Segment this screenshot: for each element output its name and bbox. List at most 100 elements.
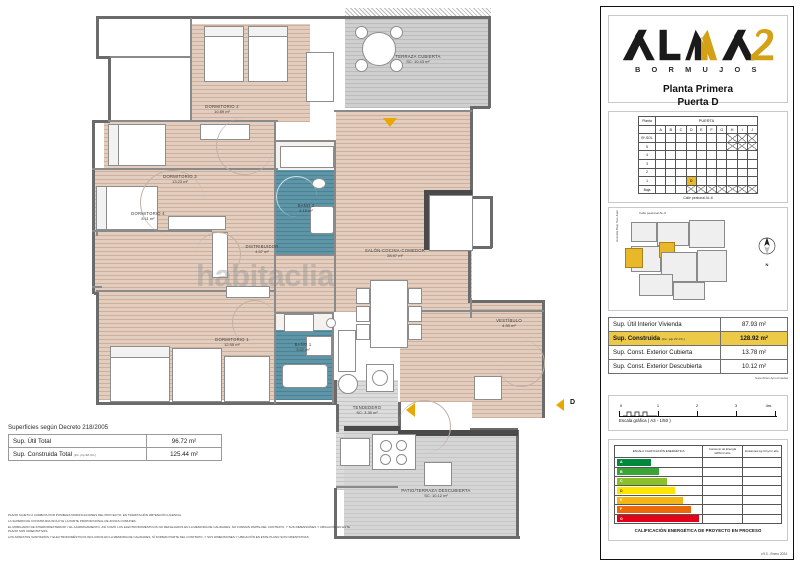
- table-row: Bº-SOL: [638, 133, 758, 143]
- wardrobe-furniture: [306, 52, 334, 102]
- grid-cell: [665, 167, 677, 178]
- grid-cell: [746, 167, 758, 178]
- logo-box: B O R M U J O S Planta Primera Puerta D: [608, 15, 788, 108]
- door-grid-row-label: 5: [638, 141, 657, 152]
- pillow-furniture: [108, 124, 119, 166]
- label-text: Sup. Útil Total: [13, 437, 52, 445]
- grid-cell: [716, 133, 728, 143]
- round-table-furniture: [362, 32, 396, 66]
- area-value: 10.12 m²: [720, 359, 788, 374]
- wall-segment: [92, 168, 278, 170]
- wall-segment: [274, 140, 336, 142]
- door-grid-box: Planta PUERTA A B C D E F G H I J: [608, 111, 788, 203]
- table-row: B: [613, 466, 783, 478]
- area-label: Sup. Construida (Inc. p/p ZZ.CC.): [608, 331, 721, 346]
- grid-cell: [726, 158, 738, 169]
- wall-segment: [334, 110, 472, 112]
- door-grid-table: Planta PUERTA A B C D E F G H I J: [638, 116, 758, 195]
- wall-segment: [516, 430, 519, 538]
- site-building-block: [639, 274, 673, 296]
- grid-cell-blocked: [746, 184, 758, 195]
- areas-table: Sup. Útil Interior Vivienda 87.93 m² Sup…: [608, 317, 788, 374]
- scale-bar-line: [619, 415, 777, 417]
- wall-segment: [92, 120, 95, 172]
- version-note: v.9.0 - Enero 2024: [761, 552, 787, 556]
- wall-segment: [470, 196, 492, 199]
- wall-segment: [344, 426, 400, 431]
- door-grid-col-g: G: [716, 124, 728, 135]
- grid-cell: [655, 167, 667, 178]
- wall-segment: [488, 16, 491, 108]
- table-row: 2: [638, 167, 758, 178]
- wall-segment: [398, 430, 518, 436]
- door-swing-arc: [498, 340, 545, 387]
- scale-label: 3: [734, 403, 738, 408]
- table-row: Planta PUERTA: [638, 116, 758, 126]
- watermark: habitaclia: [196, 258, 335, 293]
- north-arrow: N: [755, 234, 779, 267]
- energy-col2-header: Consumo de Energía kWh/m²·año: [702, 444, 743, 459]
- table-row: F: [613, 504, 783, 515]
- grid-cell: [726, 150, 738, 160]
- roof-hatch: [345, 8, 491, 16]
- pillow-furniture: [96, 186, 107, 230]
- door-grid-row-label: 1: [638, 176, 657, 186]
- table-row: Sup. Construida Total (Inc. p/p ZZ.CC.) …: [8, 447, 222, 461]
- energy-letter: E: [620, 498, 623, 502]
- energy-emissions-cell: [741, 457, 783, 468]
- label-text: Sup. Const. Exterior Descubierta: [613, 363, 702, 370]
- site-map-box: Avenida Bajo San Juan Calle peatonal AL-…: [608, 207, 788, 311]
- door-grid-col-b: B: [665, 124, 677, 135]
- wall-segment: [336, 404, 339, 432]
- energy-bar-f: F: [617, 505, 691, 513]
- alma-logo-svg: [622, 29, 774, 61]
- grid-cell: [736, 176, 748, 186]
- dining-table-furniture: [370, 280, 408, 348]
- legal-line: LA SUPERFICIE CONSTRUIDA INCLUYE LA PART…: [8, 519, 137, 524]
- energy-letter: D: [620, 488, 623, 493]
- surfaces-decree-value: 96.72 m²: [146, 434, 222, 448]
- wall-segment: [274, 312, 334, 314]
- energy-bar-cell: D: [613, 485, 704, 496]
- grid-cell: [695, 141, 708, 152]
- grid-cell: [675, 184, 687, 195]
- areas-footnote: Superficies Aproximadas: [754, 375, 788, 380]
- wall-segment: [92, 232, 95, 294]
- fixture-icon: [326, 318, 336, 328]
- chair-furniture: [408, 324, 422, 340]
- grid-cell: [685, 141, 697, 152]
- entrance-door-letter: D: [570, 399, 576, 406]
- grid-cell-blocked: [685, 184, 697, 195]
- energy-consumption-cell: [702, 485, 743, 496]
- energy-letter: G: [620, 516, 623, 521]
- burner-icon: [380, 440, 392, 452]
- site-building-block: [631, 222, 657, 242]
- scale-label: 1: [656, 403, 660, 408]
- scale-caption: Escala gráfica ( A3 - 1/50 ): [619, 418, 671, 423]
- table-row: D: [613, 485, 783, 496]
- scale-tick: [697, 411, 698, 416]
- door-grid-col-e: E: [695, 124, 708, 135]
- label-text: Sup. Construida Total: [13, 450, 73, 458]
- energy-consumption-cell: [702, 504, 743, 515]
- wall-segment: [334, 140, 336, 312]
- grid-cell: [675, 141, 687, 152]
- scale-tick: [775, 411, 776, 416]
- door-grid-corner-label: Planta: [638, 116, 657, 126]
- sofa-furniture: [338, 330, 356, 372]
- plan-title: Planta Primera Puerta D: [609, 83, 787, 109]
- chair-furniture: [355, 26, 368, 39]
- label-text: Sup. Const. Exterior Cubierta: [613, 349, 693, 356]
- round-table-furniture: [338, 374, 358, 394]
- energy-col1-header: ESCALA CALIFICACIÓN ENERGÉTICA: [613, 444, 704, 459]
- wall-segment: [96, 56, 110, 59]
- chair-furniture: [356, 324, 370, 340]
- door-grid-row-label: 3: [638, 158, 657, 169]
- energy-consumption-cell: [702, 513, 743, 525]
- grid-cell: [695, 176, 708, 186]
- pillow-furniture: [248, 26, 288, 37]
- door-grid-street-caption: Calle peatonal AL-6: [683, 196, 713, 201]
- entrance-arrow-icon: [556, 399, 564, 411]
- table-row: C: [613, 476, 783, 487]
- site-building-block: [697, 250, 727, 282]
